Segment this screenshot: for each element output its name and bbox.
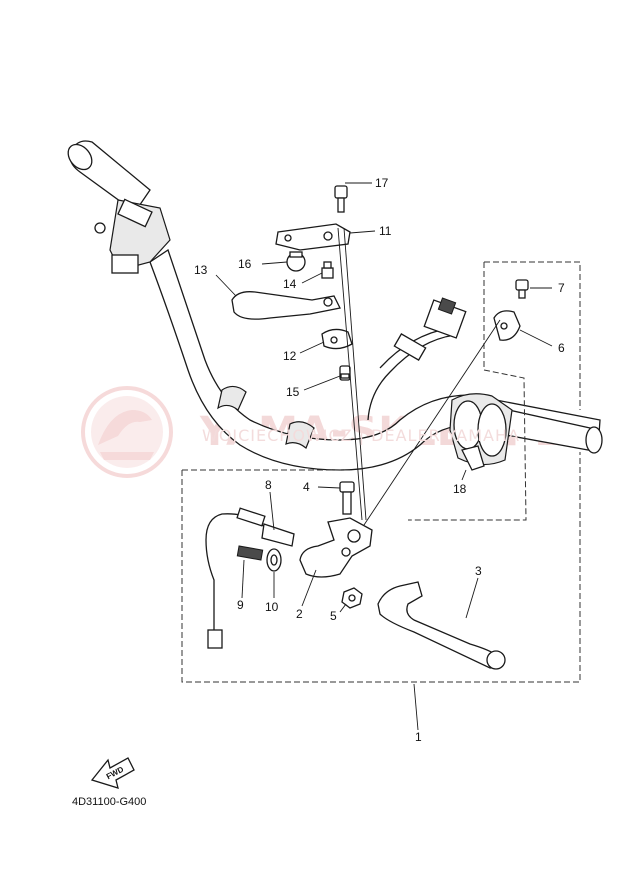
callout-2: 2 <box>296 607 303 621</box>
callout-10: 10 <box>265 600 279 614</box>
part-8-switch <box>205 507 295 649</box>
callout-14: 14 <box>283 277 297 291</box>
leader-lines <box>337 227 501 529</box>
part-11-bracket <box>275 223 351 251</box>
part-17-bolt <box>334 185 348 213</box>
part-9-adjuster <box>236 545 264 561</box>
callout-3: 3 <box>475 564 482 578</box>
part-6-clamp <box>493 310 521 341</box>
right-switch-housing <box>449 393 513 471</box>
diagram-code: 4D31100-G400 <box>72 796 146 808</box>
callout-18: 18 <box>453 482 467 496</box>
callout-4: 4 <box>303 480 310 494</box>
fwd-arrow-icon: FWD <box>90 757 135 789</box>
callout-6: 6 <box>558 341 565 355</box>
part-3-lever <box>377 581 506 670</box>
callout-13: 13 <box>194 263 208 277</box>
part-13-lever <box>231 291 341 320</box>
part-12-holder <box>321 328 353 350</box>
part-16-knob <box>286 251 306 272</box>
part-7-screw <box>515 279 529 299</box>
callout-17: 17 <box>375 176 389 190</box>
watermark-logo-icon <box>81 386 173 478</box>
callout-9: 9 <box>237 598 244 612</box>
callouts: 17 11 16 14 13 12 15 7 6 18 4 8 9 10 2 5… <box>194 176 565 744</box>
part-5-nut <box>341 587 363 609</box>
callout-1: 1 <box>415 730 422 744</box>
callout-12: 12 <box>283 349 297 363</box>
part-15-screw <box>339 365 351 381</box>
callout-15: 15 <box>286 385 300 399</box>
part-2-lever-holder <box>299 517 373 578</box>
part-4-bolt <box>339 481 355 515</box>
callout-8: 8 <box>265 478 272 492</box>
watermark-sub: WOJCIECHOWICZ | DEALER YAMAHA <box>202 426 520 445</box>
callout-11: 11 <box>379 224 392 238</box>
part-10-locknut <box>266 548 282 572</box>
callout-16: 16 <box>238 257 252 271</box>
assembly-boxes <box>181 261 581 683</box>
callout-leaders <box>215 182 553 731</box>
part-14-nut <box>321 261 334 279</box>
left-grip-assembly <box>67 140 171 274</box>
connector-group <box>367 297 467 421</box>
callout-7: 7 <box>558 281 565 295</box>
callout-5: 5 <box>330 609 337 623</box>
